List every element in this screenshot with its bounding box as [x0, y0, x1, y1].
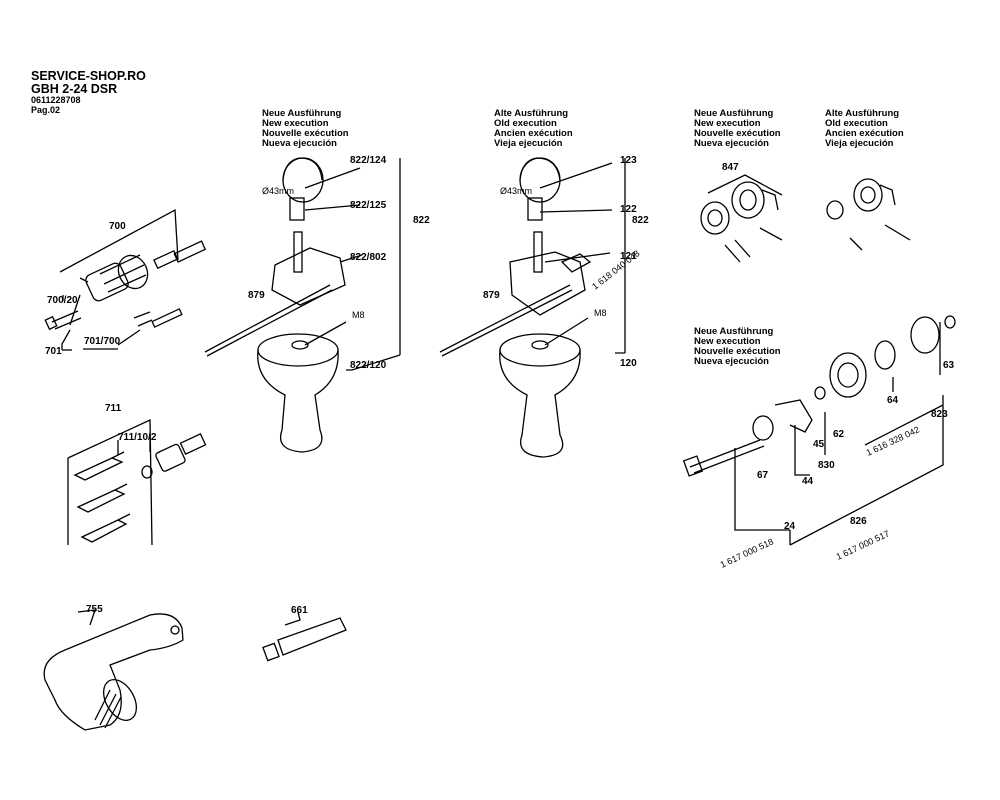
label-822-125: 822/125: [350, 200, 387, 211]
label-m8-new: M8: [352, 310, 365, 320]
auxiliary-handle-old-drawing: [439, 157, 626, 458]
label-822-802: 822/802: [350, 252, 387, 263]
label-120: 120: [620, 358, 637, 369]
label-700: 700: [109, 221, 126, 232]
label-755: 755: [86, 604, 103, 615]
label-63: 63: [943, 360, 955, 371]
label-1617000518: 1 617 000 518: [719, 536, 775, 569]
label-701: 701: [45, 346, 62, 357]
label-701-700: 701/700: [84, 336, 121, 347]
label-62: 62: [833, 429, 845, 440]
chuck-assembly-drawing: [44, 208, 207, 351]
label-24: 24: [784, 521, 796, 532]
grease-tube-drawing: [262, 611, 347, 662]
label-847: 847: [722, 162, 739, 173]
label-822-old: 822: [632, 215, 649, 226]
label-822-124: 822/124: [350, 155, 387, 166]
label-121: 121: [620, 251, 637, 262]
label-44: 44: [802, 476, 814, 487]
label-64: 64: [887, 395, 899, 406]
label-123: 123: [620, 155, 637, 166]
label-67: 67: [757, 470, 769, 481]
label-122: 122: [620, 204, 637, 215]
label-700-20: 700/20: [47, 295, 78, 306]
model-title: GBH 2-24 DSR: [31, 82, 118, 96]
label-822-120: 822/120: [350, 360, 387, 371]
label-diameter-old: Ø43mm: [500, 186, 532, 196]
label-879-new: 879: [248, 290, 265, 301]
bearing-set-old-drawing: [826, 178, 911, 251]
label-826: 826: [850, 516, 867, 527]
auxiliary-handle-new-drawing: [204, 157, 401, 453]
shaft-gear-assembly-drawing: [682, 315, 956, 546]
label-1617000517: 1 617 000 517: [835, 528, 891, 561]
label-822-new: 822: [413, 215, 430, 226]
label-711: 711: [105, 403, 122, 414]
label-823: 823: [931, 409, 948, 420]
label-879-old: 879: [483, 290, 500, 301]
page-number: Pag.02: [31, 105, 61, 115]
part-number: 0611228708: [31, 95, 81, 105]
shop-title: SERVICE-SHOP.RO: [31, 69, 146, 83]
label-45: 45: [813, 439, 825, 450]
label-711-10-2: 711/10/2: [118, 432, 157, 443]
label-diameter-new: Ø43mm: [262, 186, 294, 196]
angle-drill-attachment-drawing: [43, 609, 184, 731]
screwdriver-bits-drawing: [67, 418, 207, 546]
bearing-set-new-drawing: [700, 174, 783, 263]
label-m8-old: M8: [594, 308, 607, 318]
label-830: 830: [818, 460, 835, 471]
label-661: 661: [291, 605, 308, 616]
